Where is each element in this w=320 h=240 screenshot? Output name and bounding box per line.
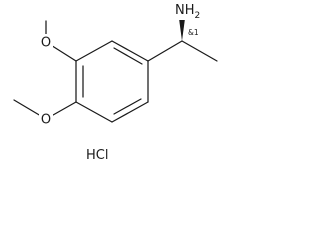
amine-label: NH2 [175, 3, 200, 21]
ring-double-bond-1 [113, 47, 143, 65]
amine-label-main: NH [175, 3, 195, 18]
hydrochloride-label: HCl [86, 148, 108, 163]
stereocenter-label: &1 [188, 28, 199, 37]
ring-bond-1 [111, 40, 149, 62]
ring-bond-6 [75, 40, 113, 62]
ring-to-stereocenter-bond [147, 40, 183, 62]
methyl-bond [181, 40, 218, 62]
oxygen-bottom-mask [39, 111, 53, 126]
aminoethyl-side-chain [147, 20, 218, 62]
oxygen-top-mask [39, 34, 53, 49]
ring-bond-4 [75, 101, 113, 123]
ring-bond-3 [111, 101, 149, 123]
chemical-structure-diagram: O O NH2 &1 HCl [13, 3, 218, 163]
oxygen-top-label: O [41, 36, 51, 51]
benzene-ring [75, 40, 149, 123]
oxygen-bottom-label: O [41, 113, 51, 128]
amine-label-subscript: 2 [195, 11, 201, 21]
wedge-bond-to-amine [179, 20, 185, 41]
ring-double-bond-2 [113, 98, 142, 115]
